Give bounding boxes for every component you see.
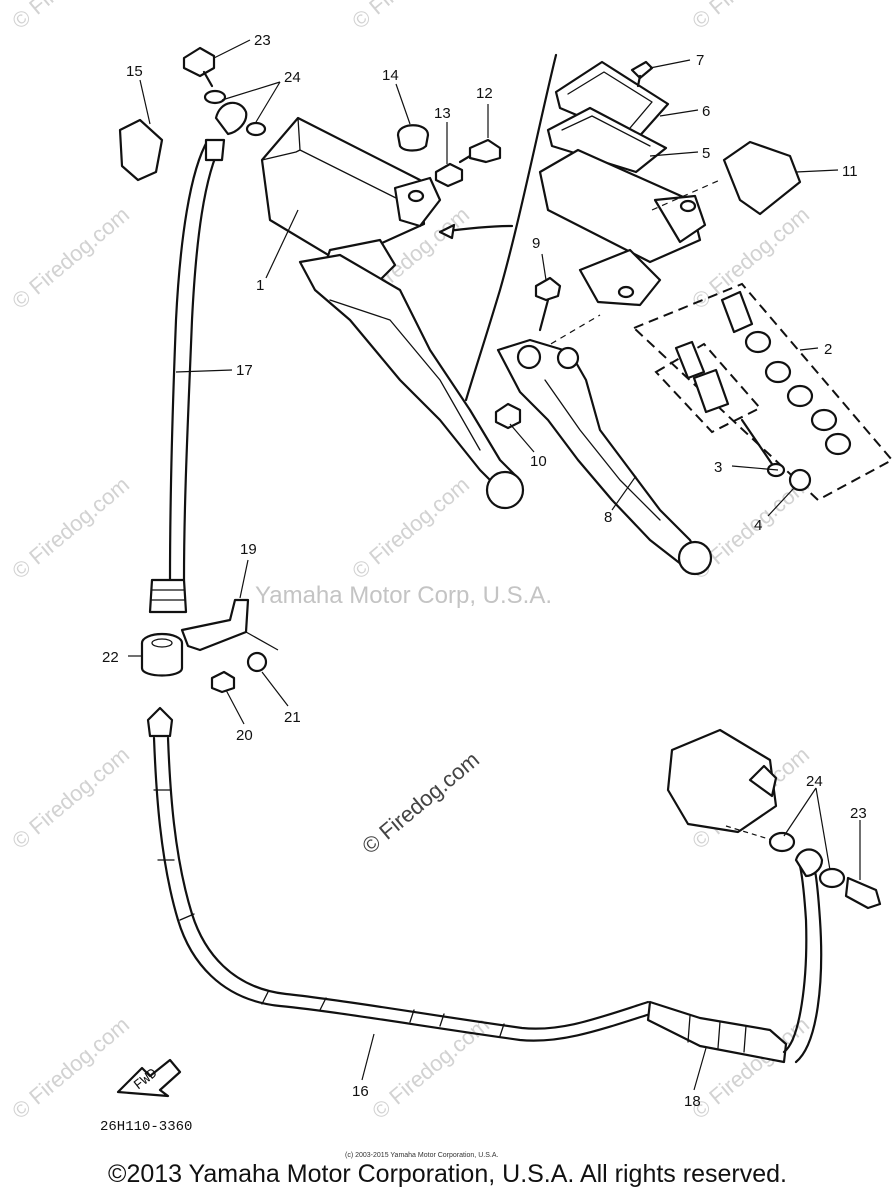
part-23-bolt-lower [844, 876, 882, 910]
callout-label: 4 [754, 517, 762, 534]
part-24-washer-top [245, 121, 267, 137]
brake-caliper [666, 728, 778, 841]
part-4-ball [788, 468, 812, 492]
part-14-cap [396, 124, 430, 152]
part-24-washer-top [203, 89, 227, 105]
footer-copyright: ©2013 Yamaha Motor Corporation, U.S.A. A… [108, 1160, 787, 1188]
watermark-site: © Firedog.com [7, 472, 134, 584]
part-19-to-bracket-line [245, 631, 279, 651]
callout-label: 22 [102, 649, 119, 666]
callout-label: 23 [254, 32, 271, 49]
banjo-fitting-lower [794, 848, 824, 878]
part-13-nut [434, 162, 464, 188]
banjo-fitting-top [214, 101, 248, 136]
part-24-washer-lower [768, 831, 796, 853]
part-21-nut [246, 651, 268, 673]
master-cylinder-right [538, 148, 707, 307]
callout-label: 9 [532, 235, 540, 252]
callout-label: 5 [702, 145, 710, 162]
part-callout-labels: 23 24 15 14 13 12 7 6 5 11 1 9 2 17 10 3… [102, 32, 867, 1110]
callout-label: 23 [850, 805, 867, 822]
callout-label: 3 [714, 459, 722, 476]
callout-label: 17 [236, 362, 253, 379]
callout-label: 20 [236, 727, 253, 744]
part-7-screw [630, 60, 654, 80]
watermark-site: © Firedog.com [347, 472, 474, 584]
part-9-bolt-shank [538, 298, 550, 332]
watermark-site: © Firedog.com [367, 1012, 494, 1124]
forward-direction-arrow: FWD [116, 1058, 182, 1098]
part-23-bolt-top [182, 46, 216, 78]
callout-label: 10 [530, 453, 547, 470]
watermark-site: © Firedog.com [7, 0, 134, 34]
callout-label: 18 [684, 1093, 701, 1110]
diaphragm-5 [546, 106, 668, 174]
watermark-site: © Firedog.com [687, 202, 814, 314]
brake-lever-right [496, 338, 713, 576]
part-16-lower-hose [146, 706, 652, 1042]
callout-label: 21 [284, 709, 301, 726]
part-7-screw-shank [636, 74, 642, 88]
callout-label: 24 [806, 773, 823, 790]
part-10-nut [494, 402, 522, 430]
callout-label: 19 [240, 541, 257, 558]
part-11-guide-line [651, 179, 721, 211]
part-19-bracket [180, 598, 250, 652]
watermark-site: © Firedog.com [7, 202, 134, 314]
part-23-bolt-top-shank [202, 70, 214, 88]
callout-label: 15 [126, 63, 143, 80]
callout-label: 13 [434, 105, 451, 122]
reference-arrowhead [438, 223, 456, 240]
callout-label: 6 [702, 103, 710, 120]
callout-leader-lines [128, 39, 861, 1091]
brake-lever-left [298, 253, 525, 510]
callout-label: 14 [382, 67, 399, 84]
callout-label: 1 [256, 277, 264, 294]
part-11-clamp [722, 140, 802, 216]
part-17-hose [148, 138, 226, 614]
callout-label: 24 [284, 69, 301, 86]
part-9-bolt [534, 276, 562, 302]
part-22-grommet [140, 632, 184, 677]
part-24-washer-lower [818, 867, 846, 889]
reservoir-cover-6 [554, 60, 670, 142]
part-12-bolt-shank [458, 154, 472, 164]
part-20-bolt [210, 670, 236, 694]
watermark-site: © Firedog.com [7, 742, 134, 854]
watermark-site: © Firedog.com [347, 0, 474, 34]
part-2-piston-kit [632, 282, 894, 502]
watermark-site-dark: © Firedog.com [357, 747, 484, 859]
callout-label: 12 [476, 85, 493, 102]
part-18-fitting [646, 864, 823, 1064]
callout-label: 7 [696, 52, 704, 69]
callout-label: 16 [352, 1083, 369, 1100]
drawing-code: 26H110-3360 [100, 1119, 192, 1135]
callout-label: 8 [604, 509, 612, 526]
callout-label: 2 [824, 341, 832, 358]
callout-label: 11 [842, 163, 858, 180]
fine-print-copyright: (c) 2003-2015 Yamaha Motor Corporation, … [345, 1152, 498, 1159]
part-15-cap [118, 118, 164, 182]
watermark-center: Yamaha Motor Corp, U.S.A. [255, 582, 552, 609]
part-12-bolt [468, 138, 502, 164]
watermark-site: © Firedog.com [687, 0, 814, 34]
watermark-site: © Firedog.com [7, 1012, 134, 1124]
assembly-divider-line [464, 53, 558, 402]
